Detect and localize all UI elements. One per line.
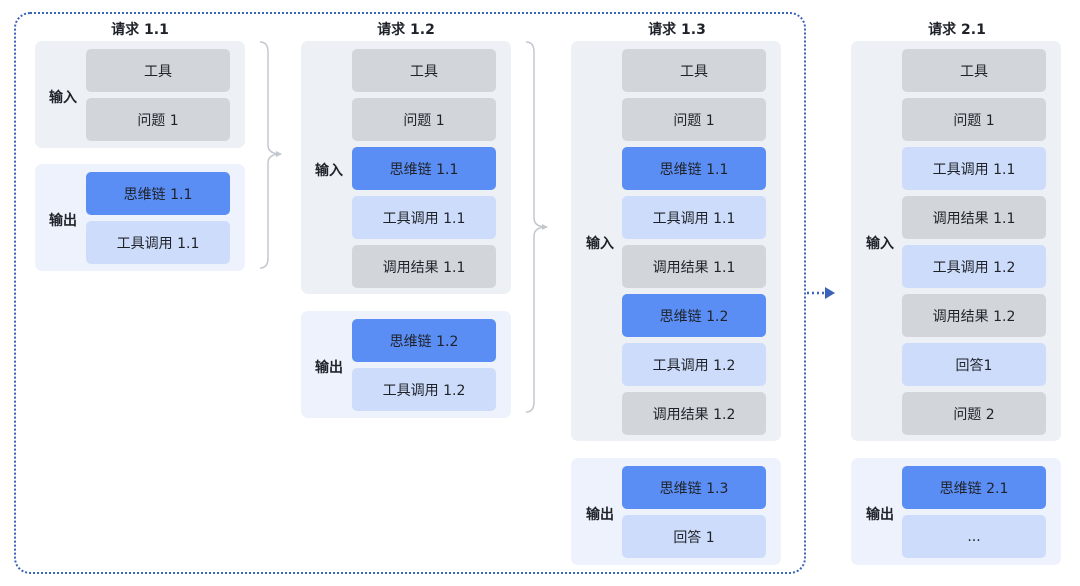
output-item: 思维链 2.1: [902, 466, 1046, 509]
session-frame: [14, 12, 806, 574]
output-item: 工具调用 1.2: [352, 368, 496, 411]
request-title-1-3: 请求 1.3: [648, 22, 706, 38]
output-item: 思维链 1.2: [352, 319, 496, 362]
output-item: 工具调用 1.1: [86, 221, 230, 264]
input-item: 调用结果 1.2: [902, 294, 1046, 337]
output-item: 思维链 1.3: [622, 466, 766, 509]
input-item: 调用结果 1.2: [622, 392, 766, 435]
input-item: 问题 2: [902, 392, 1046, 435]
input-label: 输入: [866, 236, 894, 252]
input-item: 工具调用 1.1: [352, 196, 496, 239]
input-item: 问题 1: [352, 98, 496, 141]
output-item: 回答 1: [622, 515, 766, 558]
input-item: 工具调用 1.2: [622, 343, 766, 386]
input-item: 问题 1: [86, 98, 230, 141]
input-item: 思维链 1.2: [622, 294, 766, 337]
request-title-1-1: 请求 1.1: [111, 22, 169, 38]
input-item: 调用结果 1.1: [902, 196, 1046, 239]
request-title-1-2: 请求 1.2: [377, 22, 435, 38]
input-item: 调用结果 1.1: [352, 245, 496, 288]
input-item: 回答1: [902, 343, 1046, 386]
input-label: 输入: [586, 236, 614, 252]
input-item: 问题 1: [902, 98, 1046, 141]
input-item: 调用结果 1.1: [622, 245, 766, 288]
input-item: 工具调用 1.2: [902, 245, 1046, 288]
output-item: ...: [902, 515, 1046, 558]
output-item: 思维链 1.1: [86, 172, 230, 215]
input-item: 问题 1: [622, 98, 766, 141]
input-item: 思维链 1.1: [352, 147, 496, 190]
output-label: 输出: [866, 507, 894, 523]
input-item: 工具: [86, 49, 230, 92]
input-label: 输入: [315, 163, 343, 179]
input-item: 工具调用 1.1: [622, 196, 766, 239]
request-title-2-1: 请求 2.1: [928, 22, 986, 38]
output-label: 输出: [49, 213, 77, 229]
input-item: 思维链 1.1: [622, 147, 766, 190]
output-label: 输出: [586, 507, 614, 523]
input-item: 工具: [622, 49, 766, 92]
arrow-head-2: [542, 224, 548, 230]
arrow-head-1: [276, 151, 282, 157]
output-label: 输出: [315, 360, 343, 376]
input-item: 工具: [352, 49, 496, 92]
input-item: 工具调用 1.1: [902, 147, 1046, 190]
input-item: 工具: [902, 49, 1046, 92]
input-label: 输入: [49, 90, 77, 106]
dotted-arrow-head: [825, 287, 835, 299]
